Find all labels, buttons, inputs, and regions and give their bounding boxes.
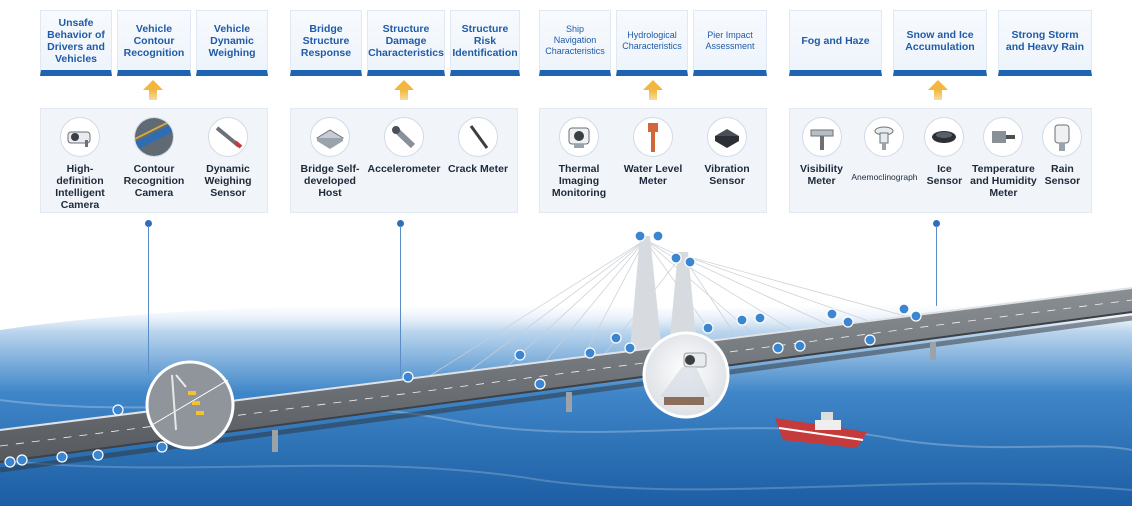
host-device-icon	[310, 117, 350, 157]
top-card-structure-response: Bridge Structure Response	[290, 10, 362, 76]
rain-sensor-icon	[1042, 117, 1083, 157]
sensor-dynamic-weighing: Dynamic Weighing Sensor	[191, 117, 265, 199]
water-level-meter-icon	[633, 117, 673, 157]
top-card-snow-ice: Snow and Ice Accumulation	[893, 10, 987, 76]
connector-line-2	[400, 226, 401, 376]
sensor-visibility: Visibility Meter	[794, 117, 849, 187]
group-4-sensor-panel: Visibility Meter Anemoclinograph Ice Sen…	[789, 108, 1092, 213]
arrow-up-icon	[643, 80, 663, 102]
top-card-vehicle-contour: Vehicle Contour Recognition	[117, 10, 191, 76]
top-card-ship-navigation: Ship Navigation Characteristics	[539, 10, 611, 76]
arrow-up-icon	[143, 80, 163, 102]
sensor-host: Bridge Self-developed Host	[293, 117, 367, 199]
temperature-humidity-icon	[983, 117, 1024, 157]
sensor-contour-camera: Contour Recognition Camera	[117, 117, 191, 199]
top-card-pier-impact: Pier Impact Assessment	[693, 10, 767, 76]
top-card-storm-rain: Strong Storm and Heavy Rain	[998, 10, 1092, 76]
sensor-thermal-imaging: Thermal Imaging Monitoring	[542, 117, 616, 199]
group-3-sensor-panel: Thermal Imaging Monitoring Water Level M…	[539, 108, 767, 213]
top-card-damage-characteristics: Structure Damage Characteristics	[367, 10, 445, 76]
group-3-top-row: Ship Navigation Characteristics Hydrolog…	[539, 10, 767, 76]
thermal-camera-icon	[559, 117, 599, 157]
group-1-sensor-panel: High-definition Intelligent Camera Conto…	[40, 108, 268, 213]
ice-sensor-icon	[924, 117, 965, 157]
pylon-right	[668, 252, 698, 358]
magnifier-camera	[642, 331, 730, 419]
pylon-left	[628, 236, 664, 372]
visibility-meter-icon	[801, 117, 842, 157]
vibration-sensor-icon	[707, 117, 747, 157]
sensor-vibration: Vibration Sensor	[690, 117, 764, 187]
group-1-top-row: Unsafe Behavior of Drivers and Vehicles …	[40, 10, 268, 76]
sensor-rain: Rain Sensor	[1038, 117, 1087, 187]
accelerometer-icon	[384, 117, 424, 157]
magnifier-road	[145, 360, 235, 450]
arrow-up-icon	[928, 80, 948, 102]
group-2-top-row: Bridge Structure Response Structure Dama…	[290, 10, 520, 76]
top-card-unsafe-behavior: Unsafe Behavior of Drivers and Vehicles	[40, 10, 112, 76]
top-card-hydrological: Hydrological Characteristics	[616, 10, 688, 76]
sensor-crack-meter: Crack Meter	[441, 117, 515, 175]
arrow-up-icon	[394, 80, 414, 102]
weighing-sensor-icon	[208, 117, 248, 157]
top-card-risk-identification: Structure Risk Identification	[450, 10, 520, 76]
anemoclinograph-icon	[864, 117, 905, 157]
top-card-vehicle-weighing: Vehicle Dynamic Weighing	[196, 10, 268, 76]
bridge-deck	[0, 288, 1132, 462]
connector-line-3	[936, 226, 937, 306]
sensor-temperature-humidity: Temperature and Humidity Meter	[969, 117, 1038, 199]
sensor-hd-camera: High-definition Intelligent Camera	[43, 117, 117, 211]
sensor-ice: Ice Sensor	[920, 117, 969, 187]
top-card-fog-haze: Fog and Haze	[789, 10, 882, 76]
sensor-markers	[4, 230, 922, 468]
ship	[775, 412, 867, 448]
connector-dot-2	[397, 220, 404, 227]
sensor-water-level: Water Level Meter	[616, 117, 690, 187]
sensor-anemoclinograph: Anemoclinograph	[849, 117, 920, 183]
camera-icon	[60, 117, 100, 157]
connector-dot-1	[145, 220, 152, 227]
sensor-accelerometer: Accelerometer	[367, 117, 441, 175]
connector-line-1	[148, 226, 149, 374]
crack-meter-icon	[458, 117, 498, 157]
connector-dot-3	[933, 220, 940, 227]
group-2-sensor-panel: Bridge Self-developed Host Accelerometer…	[290, 108, 518, 213]
group-4-top-row: Fog and Haze Snow and Ice Accumulation S…	[789, 10, 1092, 76]
contour-camera-icon	[134, 117, 174, 157]
